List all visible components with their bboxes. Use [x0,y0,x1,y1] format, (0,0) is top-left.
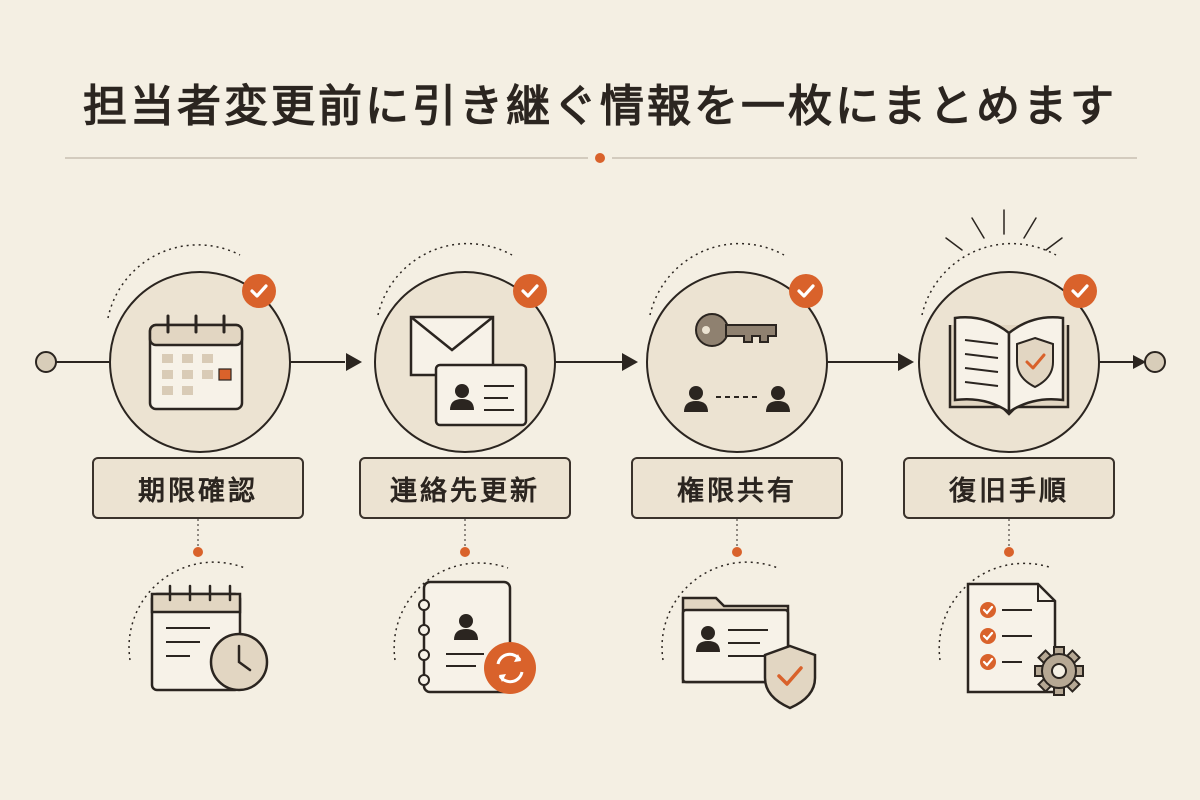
address-book-sync-icon [393,562,536,694]
connector-dot [1004,547,1014,557]
envelope-id-card-icon [409,315,528,427]
manual-book-shield-icon [948,316,1070,416]
check-badge-icon [787,272,825,310]
calendar-icon [148,314,244,411]
check-badge-icon [240,272,278,310]
page-title: 担当者変更前に引き継ぐ情報を一枚にまとめます [83,81,1117,132]
arrow-head-icon [898,353,914,371]
key-people-icon [684,313,790,412]
flow-start-node [35,351,57,373]
connector-dot [193,547,203,557]
step-label-deadline-check: 期限確認 [92,457,304,519]
arrow-head-icon [622,353,638,371]
folder-shield-icon [661,561,817,710]
step-label-recovery-procedure: 復旧手順 [903,457,1115,519]
step-3-circle [646,242,828,453]
step-label-permission-sharing: 権限共有 [631,457,843,519]
connector-dot [460,547,470,557]
check-badge-icon [1061,272,1099,310]
arrow-head-icon [346,353,362,371]
checklist-gear-icon [938,562,1084,696]
check-badge-icon [511,272,549,310]
highlight-rays-icon [945,209,1063,251]
flow-end-node [1144,351,1166,373]
schedule-clock-icon [128,561,269,692]
connector-dot [732,547,742,557]
arrow-head-icon [1133,355,1146,369]
title-divider [65,153,1137,163]
step-label-contact-update: 連絡先更新 [359,457,571,519]
